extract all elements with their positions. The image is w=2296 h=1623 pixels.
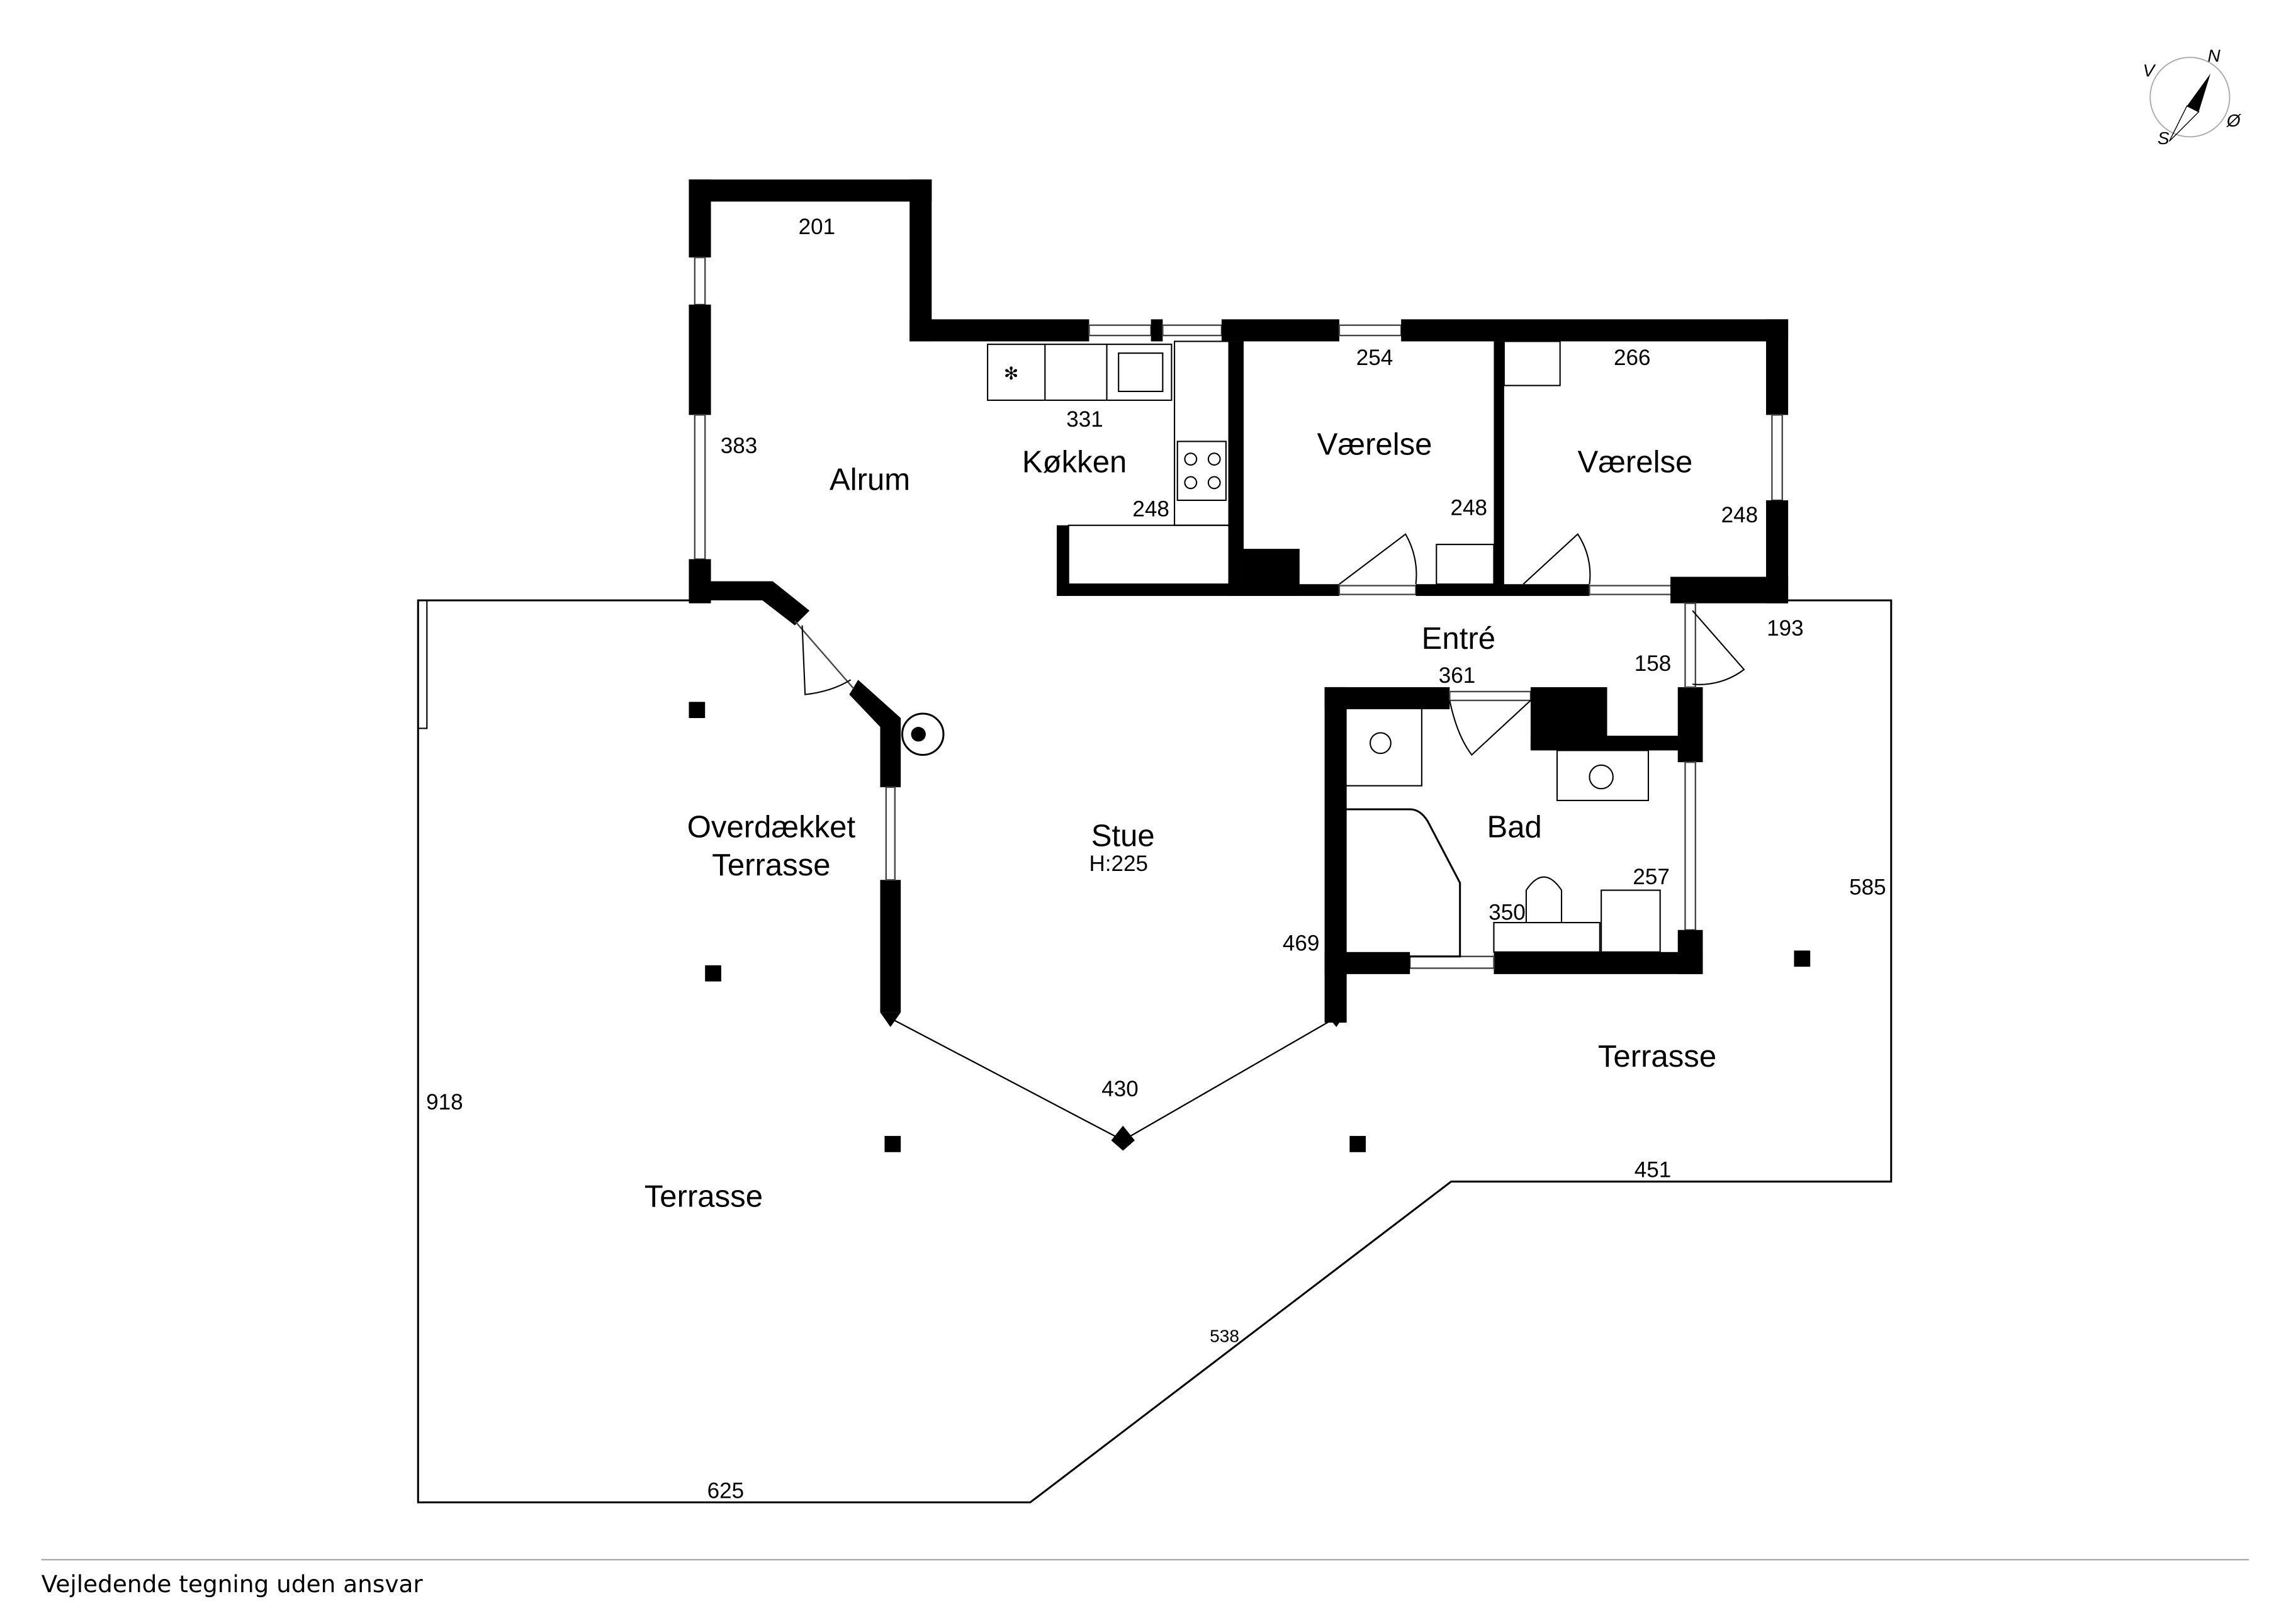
dim: 361 <box>1439 663 1476 688</box>
compass-s: S <box>2158 128 2169 148</box>
compass-e: Ø <box>2226 111 2242 130</box>
room-height-stue: H:225 <box>1089 851 1148 876</box>
dimension-labels: 201 383 331 248 254 248 266 248 361 158 … <box>426 215 1886 1503</box>
room-label-terrasse-left: Terrasse <box>644 1179 763 1213</box>
bath-fixtures <box>901 699 1661 958</box>
dim: 585 <box>1849 875 1886 900</box>
dim: 254 <box>1356 345 1393 370</box>
room-label-terrasse-right: Terrasse <box>1598 1040 1716 1074</box>
dim: 331 <box>1066 407 1103 432</box>
dim: 469 <box>1283 931 1320 955</box>
dim: 538 <box>1210 1326 1239 1345</box>
terrace-outline <box>417 599 1893 1503</box>
room-label-vaerelse-1: Værelse <box>1317 427 1432 461</box>
compass-icon: N Ø S V <box>2143 46 2242 148</box>
room-label-kokken: Køkken <box>1022 446 1127 480</box>
room-label-entre: Entré <box>1422 622 1495 656</box>
dim: 193 <box>1767 616 1804 641</box>
dim: 248 <box>1132 497 1169 522</box>
dim: 266 <box>1614 345 1651 370</box>
doors <box>801 533 1745 756</box>
room-label-vaerelse-2: Værelse <box>1578 446 1693 480</box>
room-label-overdaekket-terrasse: Terrasse <box>712 848 830 882</box>
dishwasher-icon: ✻ <box>1004 364 1019 383</box>
dim: 383 <box>721 434 758 458</box>
dim: 918 <box>426 1090 463 1115</box>
dim: 350 <box>1488 900 1526 924</box>
room-label-alrum: Alrum <box>830 463 910 497</box>
footer-disclaimer: Vejledende tegning uden ansvar <box>42 1570 424 1598</box>
room-label-stue: Stue <box>1091 819 1155 853</box>
dim: 248 <box>1450 495 1487 520</box>
room-label-bad: Bad <box>1487 810 1542 844</box>
dim: 257 <box>1633 865 1670 889</box>
terrace-railing <box>417 599 428 729</box>
dim: 201 <box>799 215 836 239</box>
dim: 430 <box>1101 1077 1139 1101</box>
dim: 625 <box>707 1478 745 1503</box>
dim: 158 <box>1635 651 1672 676</box>
room-label-overdaekket: Overdækket <box>687 810 856 844</box>
dim: 248 <box>1721 503 1759 527</box>
compass-n: N <box>2207 46 2220 65</box>
walls <box>689 179 1789 1151</box>
compass-w: V <box>2143 61 2156 81</box>
posts <box>689 702 1811 1152</box>
dim: 451 <box>1635 1158 1672 1182</box>
kitchen-fixtures: ✻ <box>987 340 1230 526</box>
